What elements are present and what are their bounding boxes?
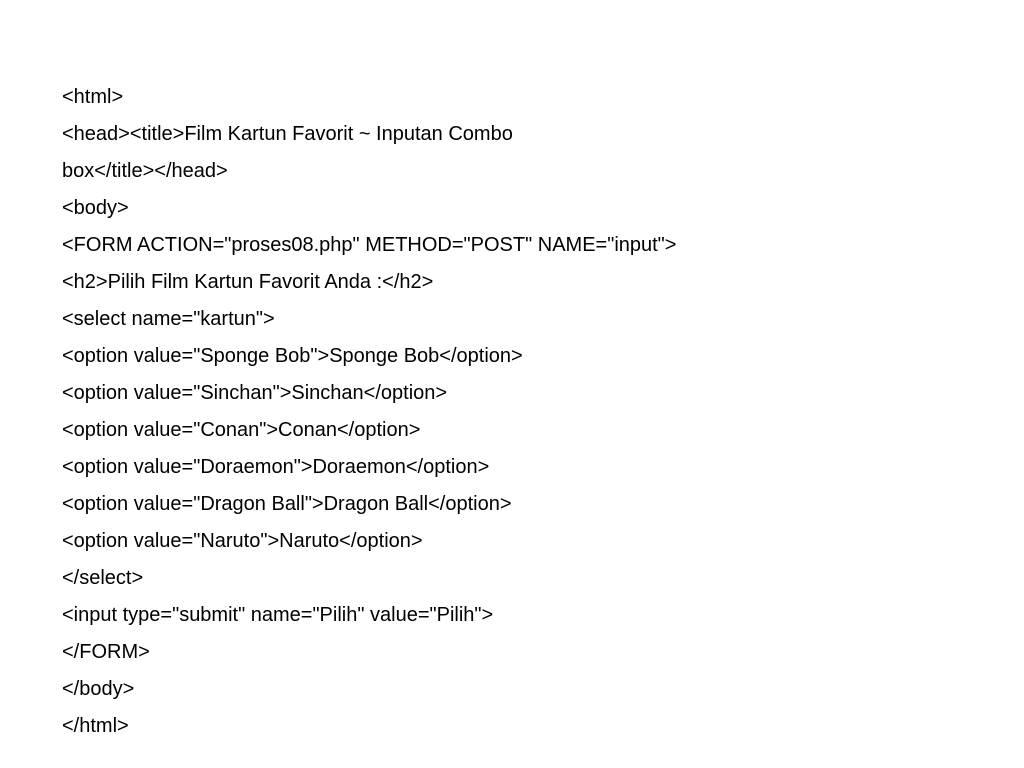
code-line-head-title: <head><title>Film Kartun Favorit ~ Input…: [62, 123, 513, 145]
code-line-option-sponge-bob: <option value="Sponge Bob">Sponge Bob</o…: [62, 345, 523, 367]
code-listing: <html> <head><title>Film Kartun Favorit …: [62, 79, 962, 745]
code-line-body-open: <body>: [62, 197, 129, 219]
code-line-body-close: </body>: [62, 678, 135, 700]
code-line-option-doraemon: <option value="Doraemon">Doraemon</optio…: [62, 456, 490, 478]
code-line-form-close: </FORM>: [62, 641, 150, 663]
code-line-select-close: </select>: [62, 567, 144, 589]
code-line-h2: <h2>Pilih Film Kartun Favorit Anda :</h2…: [62, 271, 434, 293]
code-line-option-conan: <option value="Conan">Conan</option>: [62, 419, 421, 441]
code-line-title-close: box</title></head>: [62, 160, 228, 182]
code-line-html-open: <html>: [62, 86, 124, 108]
code-line-option-naruto: <option value="Naruto">Naruto</option>: [62, 530, 423, 552]
code-line-select-open: <select name="kartun">: [62, 308, 275, 330]
code-line-input-submit: <input type="submit" name="Pilih" value=…: [62, 604, 494, 626]
code-line-option-sinchan: <option value="Sinchan">Sinchan</option>: [62, 382, 448, 404]
code-line-option-dragon-ball: <option value="Dragon Ball">Dragon Ball<…: [62, 493, 512, 515]
code-line-form-open: <FORM ACTION="proses08.php" METHOD="POST…: [62, 234, 677, 256]
code-line-html-close: </html>: [62, 715, 129, 737]
